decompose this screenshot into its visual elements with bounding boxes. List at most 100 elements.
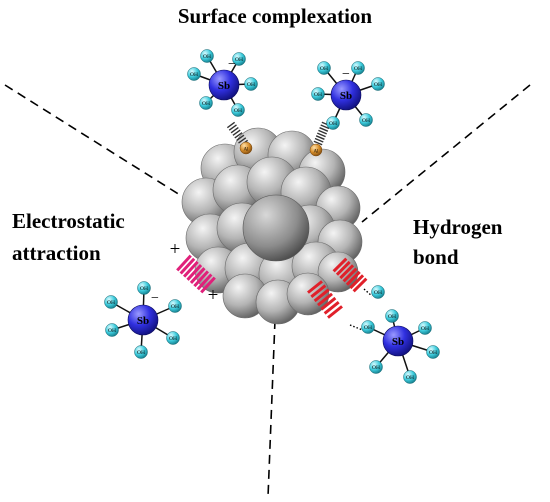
electrostatic-bond-stripe <box>193 270 210 288</box>
oh-group <box>369 360 383 374</box>
hydrogen-bond-stripe-lower <box>327 305 343 319</box>
complexation-link-left <box>230 126 239 134</box>
divider-bottom <box>267 319 276 498</box>
oh-group <box>166 331 180 345</box>
oh-group-label: OH <box>354 66 362 72</box>
al-site-left-label: Al <box>244 148 250 153</box>
oh-group <box>371 77 385 91</box>
oh-group <box>105 323 119 337</box>
label-electrostatic: Electrostatic <box>12 209 125 233</box>
oh-group <box>232 52 246 66</box>
oh-group-label: OH <box>364 325 372 331</box>
oh-group <box>231 103 245 117</box>
oh-group-label: OH <box>202 101 210 107</box>
sb-atom <box>382 325 414 357</box>
oh-group-label: OH <box>169 336 177 342</box>
hydrogen-bond-stripe-lower <box>307 280 323 294</box>
oh-group <box>359 113 373 127</box>
complexation-link-left <box>228 124 237 131</box>
oh-group <box>244 77 258 91</box>
oh-group-label: OH <box>108 328 116 334</box>
oh-group-label: OH <box>374 82 382 88</box>
sb-atom-label: Sb <box>218 80 230 92</box>
oh-group-label: OH <box>203 54 211 60</box>
complexation-link-right <box>320 124 330 130</box>
oh-group <box>187 67 201 81</box>
oh-group-label: OH <box>362 118 370 124</box>
complexation-link-right <box>315 135 325 140</box>
oh-group-label: OH <box>247 82 255 88</box>
oh-group-label: OH <box>234 108 242 114</box>
oh-group <box>426 345 440 359</box>
label-hydrogen: Hydrogen <box>413 215 503 239</box>
oh-group-label: OH <box>406 375 414 381</box>
electrostatic-bond-stripe <box>176 254 192 272</box>
electrostatic-bond-stripe <box>182 260 199 278</box>
region-dividers <box>4 84 531 498</box>
label-attraction: attraction <box>12 241 101 265</box>
oh-group <box>418 321 432 335</box>
hydrogen-bond-stripe-lower <box>310 284 327 298</box>
oh-group-label: OH <box>190 72 198 78</box>
nanoparticle-cluster <box>181 127 363 325</box>
electrostatic-bond-stripe <box>200 276 216 294</box>
complexation-link-left <box>232 129 241 136</box>
oh-group-label: OH <box>329 121 337 127</box>
hydrogen-bond-stripe-lower <box>320 296 337 311</box>
particle-sphere-front <box>242 194 310 262</box>
minus-charge: − <box>151 291 159 306</box>
hydrogen-bond-stripe-upper <box>352 277 368 293</box>
hydrogen-bond-stripe-lower <box>317 292 333 307</box>
complexation-link-right <box>317 132 326 138</box>
hydrogen-bond-stripe-upper <box>332 257 348 273</box>
sb-atom-label: Sb <box>392 336 404 348</box>
oh-group-label: OH <box>314 92 322 98</box>
oh-group-label: OH <box>320 66 328 72</box>
hydrogen-bond-stripe-upper <box>339 264 355 280</box>
complexation-link-left <box>226 121 236 129</box>
oh-group-label: OH <box>429 350 437 356</box>
complexation-link-right <box>313 140 323 146</box>
hydrogen-bond-stripe-upper <box>349 274 365 290</box>
oh-group <box>317 61 331 75</box>
hydrogen-bond-stripe-upper <box>342 267 358 283</box>
minus-charge: − <box>228 57 236 72</box>
oh-group-label: OH <box>140 286 148 292</box>
oh-group <box>137 281 151 295</box>
oh-group-label: OH <box>421 326 429 332</box>
oh-group <box>385 309 399 323</box>
oh-group <box>134 345 148 359</box>
label-bond: bond <box>413 245 459 269</box>
sb-atom <box>127 304 159 336</box>
oh-group <box>104 295 118 309</box>
sb-atom <box>208 69 240 101</box>
hbond-dotted-link <box>363 288 373 297</box>
hydrogen-bond-stripe-lower <box>313 288 330 303</box>
oh-group-label: OH <box>374 290 382 296</box>
sb-atom <box>330 79 362 111</box>
oh-group <box>361 320 375 334</box>
oh-group <box>311 87 325 101</box>
electrostatic-bond-stripe <box>179 257 196 275</box>
complexation-link-left <box>236 134 245 142</box>
al-site-right <box>309 143 323 157</box>
oh-group <box>199 96 213 110</box>
hydrogen-bond-stripe-upper <box>345 270 361 286</box>
plus-charge: + <box>208 285 219 306</box>
oh-group <box>326 116 340 130</box>
oh-group-label: OH <box>137 350 145 356</box>
divider-upper-right <box>361 84 531 223</box>
complexation-link-left <box>234 132 243 139</box>
sb-atom-label: Sb <box>340 90 352 102</box>
oh-group <box>168 299 182 313</box>
sb-atom-label: Sb <box>137 315 149 327</box>
hydrogen-bond-stripe-lower <box>323 301 340 315</box>
oh-group <box>403 370 417 384</box>
al-site-left <box>239 141 253 155</box>
